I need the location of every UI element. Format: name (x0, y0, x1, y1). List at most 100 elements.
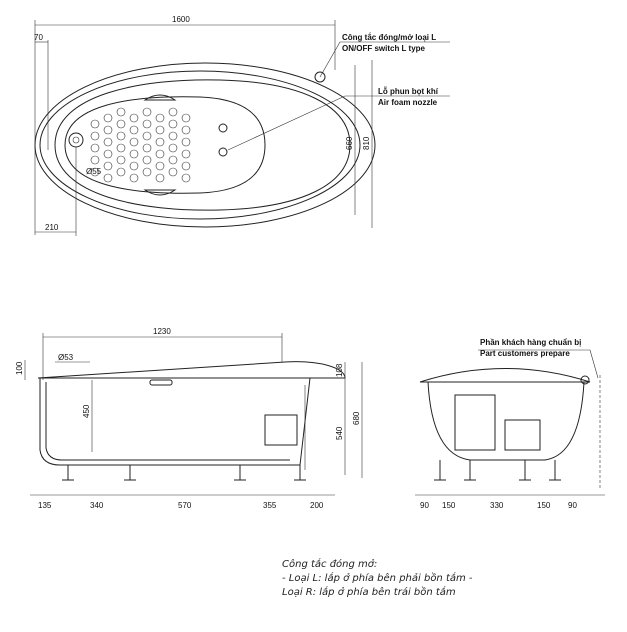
massage-hole (90, 167, 100, 177)
dim-depth: 450 (82, 404, 91, 418)
support-leg (464, 460, 476, 481)
air-nozzle-icon (218, 123, 228, 133)
switch-label-vi: Công tắc đóng/mở loại L (342, 33, 436, 42)
note-line-1: - Loại L: lắp ở phía bên phải bồn tắm - (282, 571, 473, 584)
massage-hole (155, 149, 165, 159)
support-leg (434, 460, 446, 481)
support-leg (234, 465, 246, 481)
dim-bottom-2: 340 (90, 501, 104, 510)
massage-hole (142, 119, 152, 129)
installation-note: Công tắc đóng mở: - Loại L: lắp ở phía b… (282, 557, 473, 598)
massage-hole (142, 155, 152, 165)
massage-hole (155, 137, 165, 147)
massage-hole (181, 113, 191, 123)
handle-top (143, 94, 177, 101)
dim-length: 1600 (172, 15, 190, 24)
dim-outer-width: 810 (362, 136, 371, 150)
massage-hole (181, 161, 191, 171)
massage-hole (90, 119, 100, 129)
switch-icon (580, 375, 590, 385)
massage-hole (116, 131, 126, 141)
note-line-2: Loại R: lắp ở phía bên trái bồn tắm (282, 585, 456, 598)
massage-hole (90, 155, 100, 165)
side-view: 1230 Ø53 100 450 108 540 680 135 340 570… (15, 327, 363, 510)
massage-holes (90, 107, 191, 183)
dim-top: 108 (335, 363, 344, 377)
end-dim-5: 90 (568, 501, 577, 510)
massage-hole (181, 173, 191, 183)
dim-bottom-4: 355 (263, 501, 277, 510)
end-label-vi: Phần khách hàng chuẩn bị (480, 338, 581, 347)
dim-inner-width: 660 (345, 136, 354, 150)
massage-hole (155, 161, 165, 171)
end-pump (504, 419, 541, 451)
dim-total-height: 680 (352, 411, 361, 425)
tub-side-rim (37, 361, 346, 379)
handle-side (149, 379, 173, 386)
massage-hole (168, 131, 178, 141)
massage-hole (116, 143, 126, 153)
top-view: 1600 70 Ø55 Công tắc đóng/mở loại L ON/O… (34, 15, 450, 236)
air-nozzle-icon (218, 147, 228, 157)
massage-hole (168, 167, 178, 177)
massage-hole (142, 107, 152, 117)
massage-hole (129, 173, 139, 183)
massage-hole (129, 161, 139, 171)
nozzle-label-vi: Lỗ phun bọt khí (378, 87, 439, 96)
note-title: Công tắc đóng mở: (282, 557, 377, 570)
massage-hole (168, 143, 178, 153)
massage-hole (129, 149, 139, 159)
massage-hole (168, 107, 178, 117)
pump-motor (264, 414, 298, 446)
nozzle-label-en: Air foam nozzle (378, 98, 438, 107)
dim-offset-left: 70 (34, 33, 43, 42)
massage-hole (129, 113, 139, 123)
support-leg (124, 465, 136, 481)
massage-hole (155, 113, 165, 123)
massage-hole (142, 167, 152, 177)
support-leg (294, 465, 306, 481)
massage-hole (116, 167, 126, 177)
massage-hole (103, 149, 113, 159)
end-dim-2: 150 (442, 501, 456, 510)
end-dim-4: 150 (537, 501, 551, 510)
end-dim-1: 90 (420, 501, 429, 510)
dim-drain-diameter: Ø55 (86, 167, 102, 176)
massage-hole (129, 125, 139, 135)
massage-hole (116, 119, 126, 129)
end-label-en: Part customers prepare (480, 349, 570, 358)
massage-hole (90, 143, 100, 153)
massage-hole (103, 113, 113, 123)
dim-rim: 100 (15, 361, 24, 375)
support-leg (62, 465, 74, 481)
dim-bottom-3: 570 (178, 501, 192, 510)
pipe-frame (454, 394, 496, 451)
massage-hole (181, 137, 191, 147)
massage-hole (168, 155, 178, 165)
massage-hole (155, 125, 165, 135)
massage-hole (142, 143, 152, 153)
switch-label-en: ON/OFF switch L type (342, 44, 426, 53)
massage-hole (129, 137, 139, 147)
massage-hole (155, 173, 165, 183)
dim-bottom-5: 200 (310, 501, 324, 510)
massage-hole (142, 131, 152, 141)
massage-hole (90, 131, 100, 141)
drain-icon (68, 132, 84, 148)
dim-side-drain: Ø53 (58, 353, 74, 362)
support-leg (519, 460, 531, 481)
massage-hole (181, 125, 191, 135)
tub-inner-rim (54, 79, 351, 211)
massage-hole (103, 161, 113, 171)
handle-bottom (143, 189, 177, 196)
massage-hole (116, 155, 126, 165)
tub-outer-rim (34, 62, 376, 228)
massage-hole (168, 119, 178, 129)
switch-icon (314, 71, 326, 83)
dim-inner-length: 1230 (153, 327, 171, 336)
tub-basin (64, 96, 266, 194)
end-view: Phần khách hàng chuẩn bị Part customers … (415, 338, 605, 510)
massage-hole (181, 149, 191, 159)
massage-hole (116, 107, 126, 117)
